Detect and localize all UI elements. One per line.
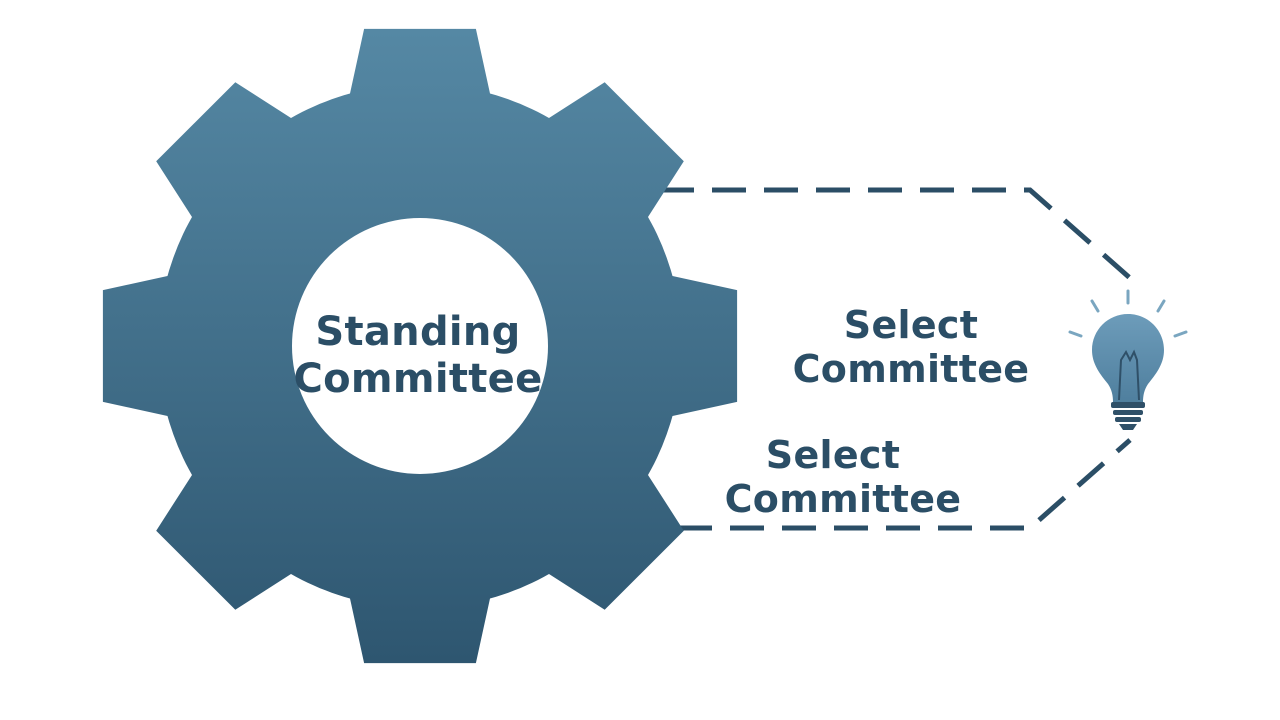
dashed-connector-lower — [678, 438, 1132, 531]
select-committee-lower-line1: Select — [766, 433, 900, 477]
gear-label-line2: Committee — [293, 356, 542, 402]
select-committee-upper-line1: Select — [844, 303, 978, 347]
select-committee-lower-line2: Committee — [725, 477, 962, 521]
gear-icon — [102, 28, 738, 664]
lightbulb-base — [1111, 402, 1145, 430]
dashed-connector — [660, 187, 1132, 531]
dashed-connector-upper — [660, 187, 1132, 280]
gear-label-line1: Standing — [315, 309, 520, 355]
lightbulb-icon — [1068, 289, 1188, 430]
select-committee-upper-line2: Committee — [793, 347, 1030, 391]
lightbulb-filament — [1118, 349, 1140, 401]
lightbulb-rays — [1068, 289, 1188, 338]
